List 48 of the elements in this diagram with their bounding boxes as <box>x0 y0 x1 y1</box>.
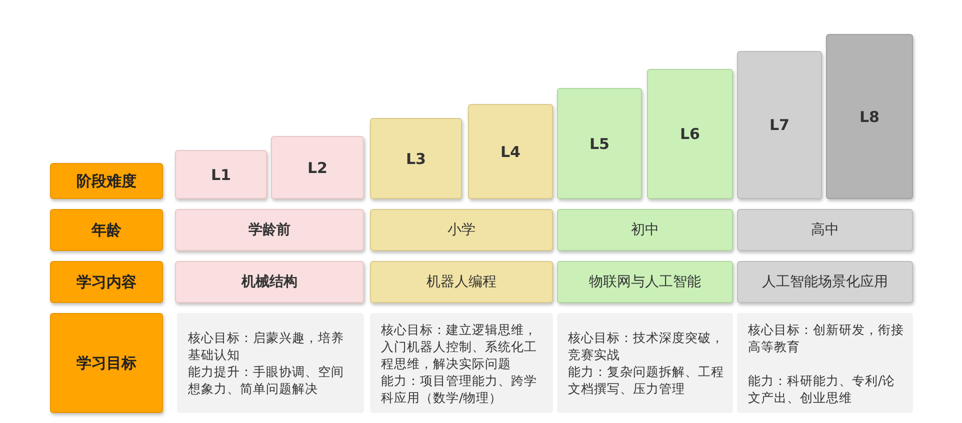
level-block <box>468 104 553 199</box>
category-label: 机械结构 <box>242 273 298 291</box>
row-header <box>50 163 163 199</box>
level-label: L4 <box>500 142 520 160</box>
row-header <box>50 313 163 413</box>
row-header-label: 年龄 <box>92 220 122 240</box>
level-block <box>370 118 462 199</box>
level-block <box>647 69 733 199</box>
level-label: L1 <box>211 166 231 184</box>
goal-text: 能力：科研能力、专利/论文产出、创业思维 <box>748 372 896 406</box>
category-bar <box>175 261 364 303</box>
level-block <box>737 51 822 199</box>
category-label: 初中 <box>631 221 659 239</box>
category-label: 人工智能场景化应用 <box>762 273 888 291</box>
category-label: 高中 <box>811 221 839 239</box>
level-label: L8 <box>860 108 880 126</box>
category-bar <box>557 261 733 303</box>
category-bar <box>557 209 733 251</box>
category-label: 小学 <box>448 221 476 239</box>
category-bar <box>737 209 913 251</box>
category-bar <box>175 209 364 251</box>
row-header-label: 学习目标 <box>76 354 136 372</box>
category-bar <box>370 261 553 303</box>
level-block <box>557 88 642 199</box>
level-block <box>271 136 364 199</box>
row-header <box>50 261 163 303</box>
level-label: L2 <box>308 158 328 176</box>
level-label: L5 <box>590 134 610 152</box>
goal-text: 能力提升：手眼协调、空间想象力、简单问题解决 <box>188 363 345 397</box>
goal-text: 核心目标：建立逻辑思维，入门机器人控制、系统化工程思维，解决实际问题 <box>381 320 538 372</box>
row-header-label: 学习内容 <box>76 272 136 292</box>
goal-text: 能力：项目管理能力、跨学科应用（数学/物理） <box>381 372 538 406</box>
category-label: 物联网与人工智能 <box>589 273 701 291</box>
level-label: L7 <box>770 116 790 134</box>
level-label: L6 <box>680 125 700 143</box>
level-block <box>826 34 913 199</box>
goal-text: 核心目标：技术深度突破，竞赛实战 <box>568 329 724 363</box>
level-label: L3 <box>406 150 426 168</box>
category-bar <box>370 209 553 251</box>
category-bar <box>737 261 913 303</box>
category-label: 学龄前 <box>248 221 290 239</box>
category-label: 机器人编程 <box>426 273 496 291</box>
goal-text: 能力：复杂问题拆解、工程文档撰写、压力管理 <box>568 363 724 397</box>
goal-text: 核心目标：创新研发，衔接高等教育 <box>748 320 904 354</box>
level-block <box>175 150 267 199</box>
goal-text: 核心目标：启蒙兴趣，培养基础认知 <box>188 329 345 363</box>
row-header-label: 阶段难度 <box>76 172 136 190</box>
row-header <box>50 209 163 251</box>
